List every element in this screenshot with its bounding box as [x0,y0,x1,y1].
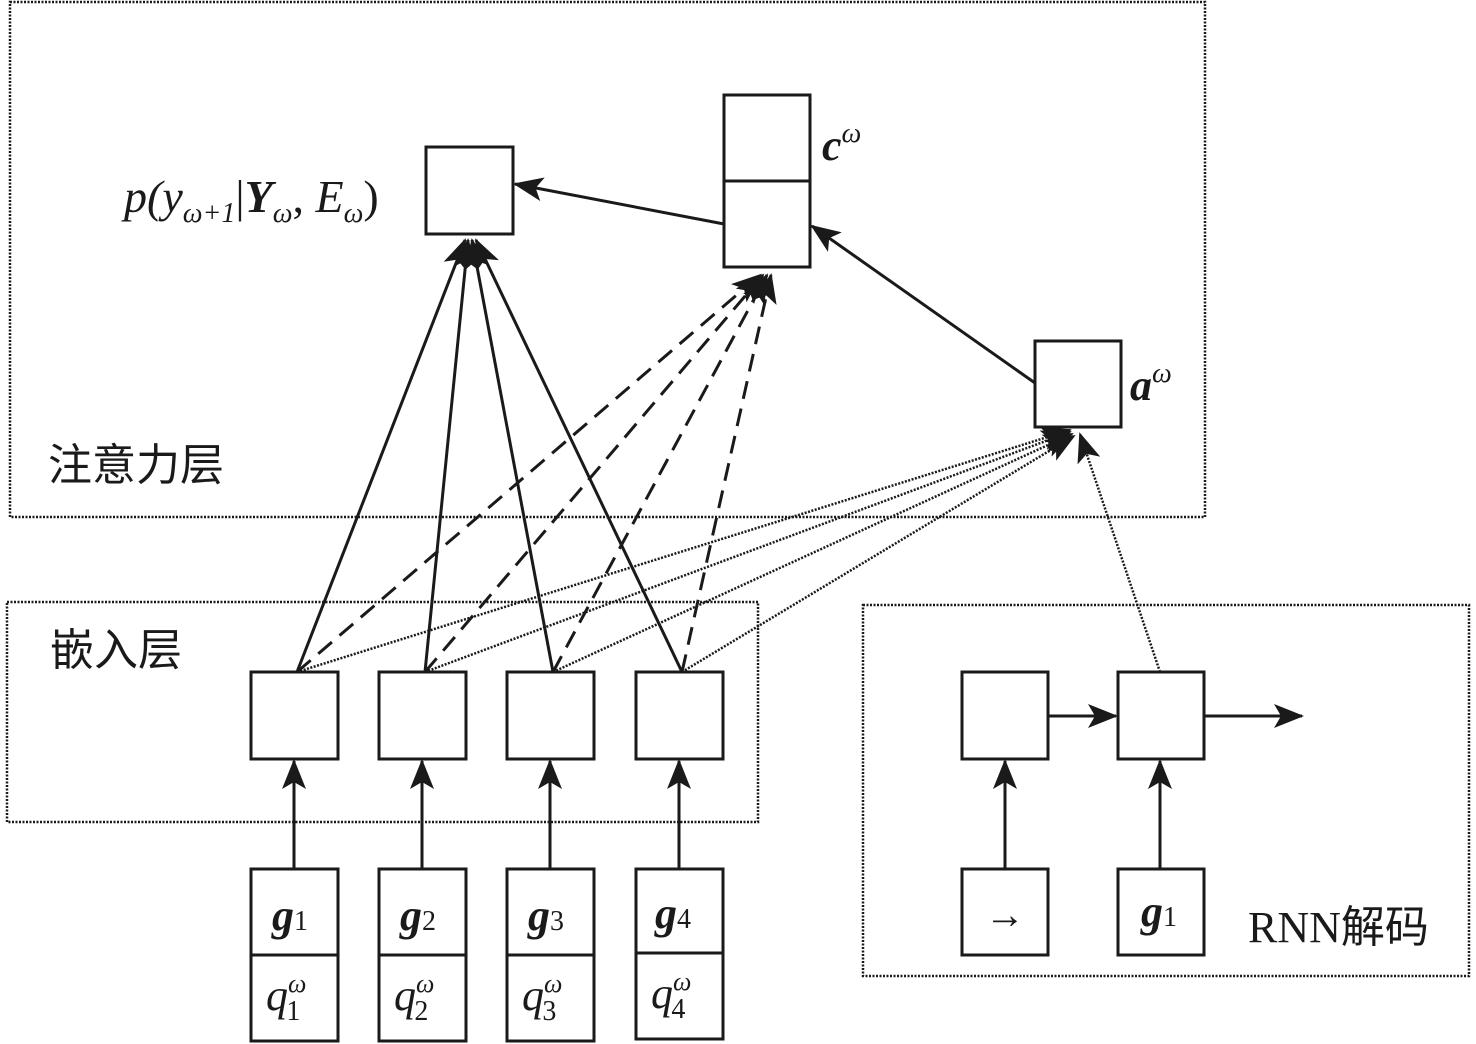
input-g-label-2: g2 [399,891,436,940]
solid-line-4 [474,238,684,673]
arrow-attention-to-context [810,224,1036,385]
embedding-box-3 [505,670,596,761]
solid-line-2 [423,238,478,673]
rnn-cell-2 [1116,670,1206,761]
input-g-label-3: g3 [527,891,564,940]
dotted-connections [296,426,1162,674]
dashed-line-4 [680,273,777,673]
dashed-line-3 [551,273,769,673]
attention-weights-box [1033,339,1123,429]
rnn-start-symbol: → [985,892,1025,937]
dashed-line-1 [296,273,762,674]
embedding-layer-region [5,600,760,824]
context-label: cω [822,118,861,170]
context-box-top [722,93,812,183]
embedding-box-4 [634,670,725,761]
attention-weights-label: aω [1130,358,1172,410]
solid-line-3 [465,238,555,673]
input-q-box-1 [249,953,340,1043]
input-g-box-4 [634,867,725,955]
context-box-bottom [722,179,812,269]
input-g-label-1: g1 [271,891,308,940]
embedding-layer-label: 嵌入层 [50,625,182,676]
input-q-box-4 [634,951,725,1041]
arrow-context-to-output [513,177,725,226]
input-g-box-2 [377,867,468,957]
rnn-g1-label: g1 [1140,887,1177,936]
rnn-decoder-label: RNN解码 [1248,903,1429,952]
embedding-box-2 [377,670,468,761]
input-q-box-2 [377,953,468,1043]
output-probability-box [424,145,515,236]
embedding-box-1 [249,670,340,761]
rnn-g1-input-box [1116,867,1206,957]
output-probability-label: p(yω+1|Yω, Eω) [121,171,379,229]
attention-layer-label: 注意力层 [48,440,224,491]
input-q-box-3 [505,953,596,1043]
rnn-start-input-box [960,867,1050,957]
rnn-cell-1 [960,670,1050,761]
solid-connections [295,238,684,673]
input-g-label-4: g4 [654,889,691,938]
dotted-line-1 [296,426,1072,674]
rnn-decoder-region [861,603,1471,978]
dashed-connections [296,273,777,674]
dotted-line-3 [552,432,1074,674]
solid-line-1 [295,238,467,673]
dashed-line-2 [423,273,765,673]
dotted-line-2 [424,430,1072,674]
dotted-line-rnn [1077,432,1162,673]
dotted-line-4 [681,434,1076,674]
